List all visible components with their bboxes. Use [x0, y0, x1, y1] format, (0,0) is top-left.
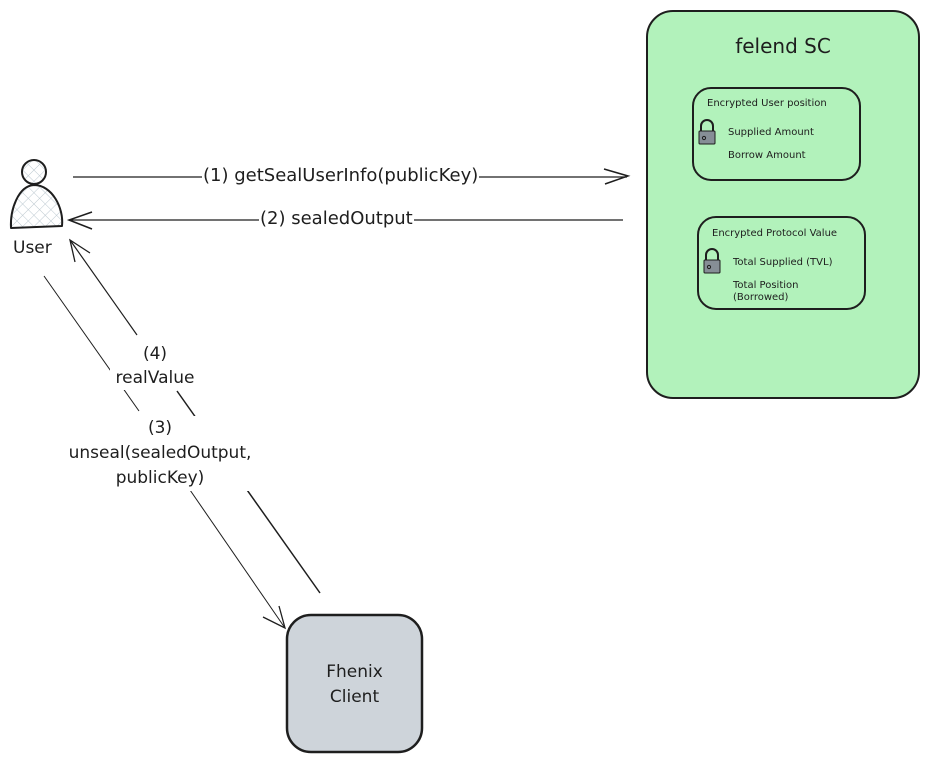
protocol-value-title: Encrypted Protocol Value: [712, 228, 838, 239]
client-label: Fhenix Client: [287, 660, 422, 710]
arrow-4-text: realValue: [115, 368, 195, 388]
arrow-4-label: (4) realValue: [110, 342, 200, 390]
client-box[interactable]: [285, 613, 424, 754]
total-supplied-item: Total Supplied (TVL): [733, 257, 833, 268]
borrow-amount-item: Borrow Amount: [728, 150, 806, 161]
lock-icon: [703, 248, 721, 274]
total-position-line1: Total Position: [733, 280, 799, 291]
contract-title: felend SC: [735, 34, 831, 58]
arrow-2-label: (2) sealedOutput: [259, 208, 414, 229]
arrow-3-label: (3) unseal(sealedOutput, publicKey): [55, 416, 265, 491]
total-position-line2: (Borrowed): [733, 292, 789, 303]
lock-icon: [698, 119, 716, 145]
user-position-title: Encrypted User position: [707, 98, 827, 109]
protocol-value-box[interactable]: [697, 216, 866, 310]
arrow-4-step: (4): [142, 344, 168, 364]
arrow-1-label: (1) getSealUserInfo(publicKey): [202, 165, 480, 186]
supplied-amount-item: Supplied Amount: [728, 127, 814, 138]
client-label-line2: Client: [329, 687, 380, 707]
user-label: User: [13, 238, 52, 258]
user-icon[interactable]: [9, 159, 64, 229]
total-position-item: Total Position (Borrowed): [733, 280, 798, 304]
arrow-3-text-cont: publicKey): [115, 468, 205, 488]
contract-box[interactable]: [646, 10, 920, 399]
user-position-box[interactable]: [692, 87, 861, 181]
client-label-line1: Fhenix: [326, 662, 383, 682]
arrow-3-text: unseal(sealedOutput,: [68, 443, 252, 463]
arrow-3-step: (3): [147, 418, 173, 438]
